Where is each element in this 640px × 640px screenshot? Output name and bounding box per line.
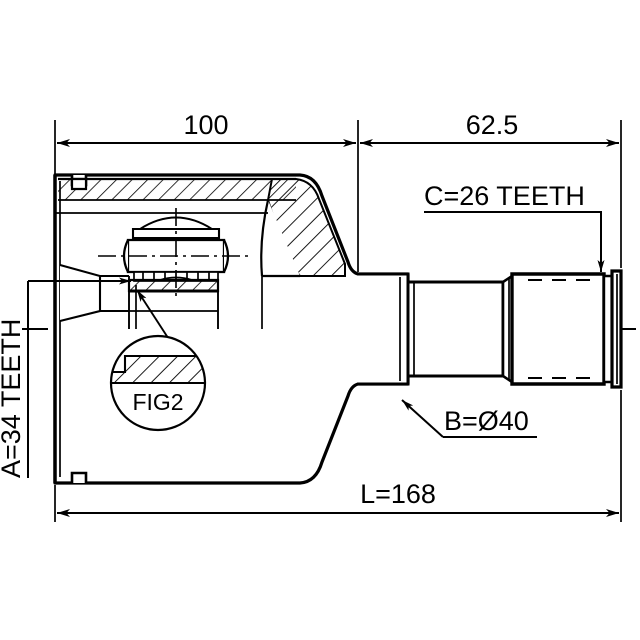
callout-c-26-teeth: C=26 TEETH [424,181,605,272]
race-crown [159,276,193,281]
callout-b-diameter-40-label: B=Ø40 [444,406,529,436]
hatch-top-notch [70,177,88,191]
detail-bubble-fig2-label: FIG2 [132,389,183,415]
inner-race-hatched [129,280,218,291]
leader-c-26-teeth [424,211,605,272]
dimension-100: 100 [54,110,359,272]
dimension-overall-length: L=168 [54,390,622,522]
callout-b-diameter-40: B=Ø40 [401,399,537,438]
shaft-spline-section [510,272,606,386]
tripod-roller-assembly [98,208,250,300]
callout-c-26-teeth-label: C=26 TEETH [424,181,585,211]
callout-a-34-teeth-label: A=34 TEETH [0,319,26,478]
detail-bubble-content [111,354,205,385]
dimension-100-label: 100 [183,110,228,140]
dimension-62-5: 62.5 [360,110,622,268]
output-shaft [358,269,623,389]
shaft-barrel [406,280,505,378]
leader-fig2 [136,289,173,345]
seal-cone [59,263,102,323]
joint-housing-outline [53,173,410,485]
callout-a-34-teeth: A=34 TEETH [0,277,131,478]
housing-silhouette [53,173,410,485]
housing-notch-bottom [70,471,88,483]
detail-bubble-fig2: FIG2 [109,289,207,432]
housing-section-hatch [58,177,346,329]
housing-inner-track-curve [260,199,270,277]
leader-b-diameter [401,399,444,438]
dimension-L-label: L=168 [360,479,436,509]
hatch-top-wall [58,179,296,200]
dimension-62-5-label: 62.5 [466,110,519,140]
